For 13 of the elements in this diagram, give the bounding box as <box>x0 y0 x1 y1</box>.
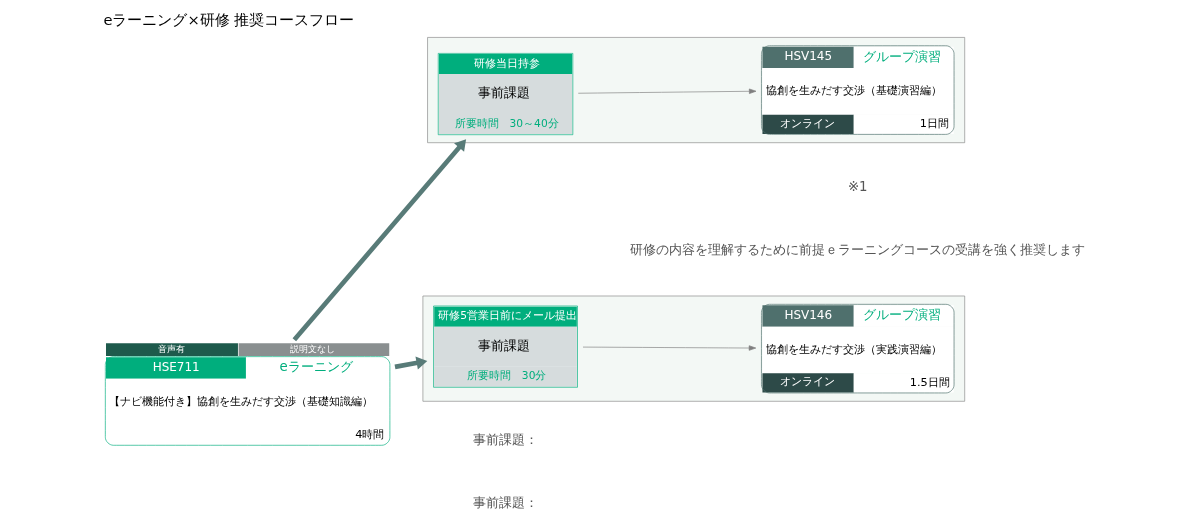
node-label: 音声有 <box>157 343 185 355</box>
label: 事前課題： <box>472 431 538 447</box>
label: 研修の内容を理解するために前提ｅラーニングコースの受講を強く推奨します <box>629 242 1085 257</box>
diagram-title: eラーニング×研修 推奨コースフロー <box>102 11 354 29</box>
node-label: 説明文なし <box>289 343 335 355</box>
cluster <box>426 37 965 144</box>
arrow <box>577 88 756 94</box>
cluster <box>422 295 965 402</box>
arrow <box>394 356 427 370</box>
arrow <box>292 139 466 342</box>
label: 事前課題： <box>472 494 538 510</box>
label: ※1 <box>847 179 868 195</box>
arrow <box>582 345 756 351</box>
